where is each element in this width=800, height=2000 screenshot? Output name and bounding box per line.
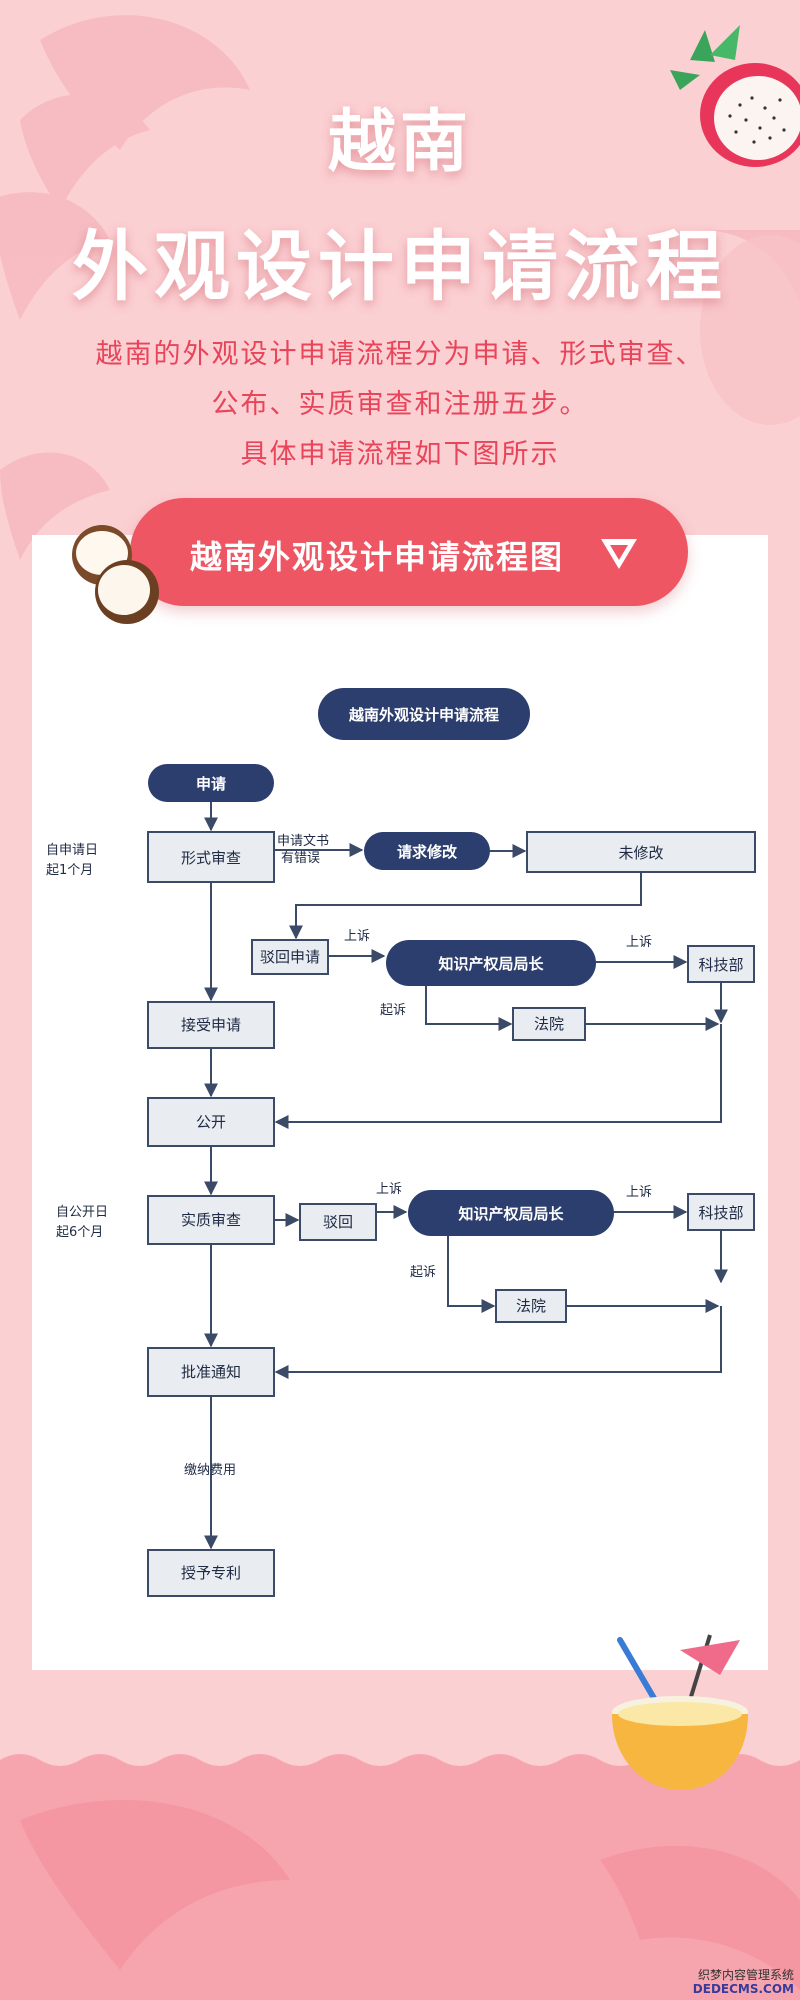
node-reject2 <box>299 1203 377 1241</box>
node-court2 <box>495 1289 567 1323</box>
node-request-amend <box>364 832 490 870</box>
palm-leaf-bottom <box>20 1800 800 1990</box>
node-reject1-label: 驳回申请 <box>260 948 320 966</box>
node-mst2-label: 科技部 <box>698 1204 743 1222</box>
node-not-amended-label: 未修改 <box>618 844 663 862</box>
node-formal-exam-label: 形式审查 <box>181 849 241 867</box>
node-ip-director1 <box>386 940 596 986</box>
node-formal-exam <box>147 831 275 883</box>
node-mst1 <box>687 945 755 983</box>
defects-label-line1: 申请文书 <box>277 834 329 849</box>
defects-label-line2: 有错误 <box>281 851 320 866</box>
deadline1-line2: 起1个月 <box>46 863 93 878</box>
node-ip-director2-label: 知识产权局局长 <box>458 1205 564 1223</box>
node-publish-label: 公开 <box>196 1113 226 1131</box>
appeal4-label: 上诉 <box>626 1185 652 1200</box>
palm-leaf-left <box>0 452 110 560</box>
node-grant-label: 授予专利 <box>181 1564 241 1582</box>
section-banner <box>130 498 688 606</box>
watermark: 织梦内容管理系统 DEDECMS.COM <box>693 1968 794 1996</box>
node-court2-label: 法院 <box>516 1297 546 1315</box>
node-court1 <box>512 1007 586 1041</box>
sue2-label: 起诉 <box>410 1265 436 1280</box>
node-reject2-label: 驳回 <box>323 1213 353 1231</box>
intro-text-line1: 越南的外观设计申请流程分为申请、形式审查、 <box>95 339 705 370</box>
pay-fees-label: 缴纳费用 <box>184 1463 236 1478</box>
watermark-line1: 织梦内容管理系统 <box>697 1968 794 1982</box>
node-ip-director1-label: 知识产权局局长 <box>438 955 544 973</box>
watermark-line2: DEDECMS.COM <box>692 1982 794 1996</box>
coconut-icon <box>72 525 159 624</box>
intro-text-line2: 公布、实质审查和注册五步。 <box>211 389 589 420</box>
node-accept-label: 接受申请 <box>181 1016 241 1034</box>
node-approval-notice <box>147 1347 275 1397</box>
page-title-line1: 越南 <box>327 103 472 182</box>
appeal3-label: 上诉 <box>376 1182 402 1197</box>
deadline2-line2: 起6个月 <box>56 1225 103 1240</box>
node-approval-notice-label: 批准通知 <box>181 1363 241 1381</box>
chevron-down-icon <box>601 539 637 569</box>
coconut-drink-icon <box>612 1634 748 1790</box>
section-banner-label: 越南外观设计申请流程图 <box>190 538 565 576</box>
node-not-amended <box>526 831 756 873</box>
dragon-fruit-icon <box>670 25 800 167</box>
node-apply <box>148 764 274 802</box>
sue1-label: 起诉 <box>380 1003 406 1018</box>
node-apply-label: 申请 <box>196 775 226 793</box>
node-grant <box>147 1549 275 1597</box>
node-ip-director2 <box>408 1190 614 1236</box>
flowchart-title-pill <box>318 688 530 740</box>
flowchart-title: 越南外观设计申请流程 <box>348 706 499 724</box>
deadline1-line1: 自申请日 <box>46 843 98 858</box>
node-substantive-exam-label: 实质审查 <box>181 1211 241 1229</box>
intro-text-line3: 具体申请流程如下图所示 <box>240 439 560 470</box>
node-request-amend-label: 请求修改 <box>397 843 458 861</box>
appeal2-label: 上诉 <box>626 935 652 950</box>
page-title-line2: 外观设计申请流程 <box>72 222 728 311</box>
appeal1-label: 上诉 <box>344 929 370 944</box>
node-court1-label: 法院 <box>534 1015 564 1033</box>
palm-leaf-top-left <box>0 15 250 320</box>
deadline2-line1: 自公开日 <box>56 1205 108 1220</box>
node-mst1-label: 科技部 <box>698 956 743 974</box>
